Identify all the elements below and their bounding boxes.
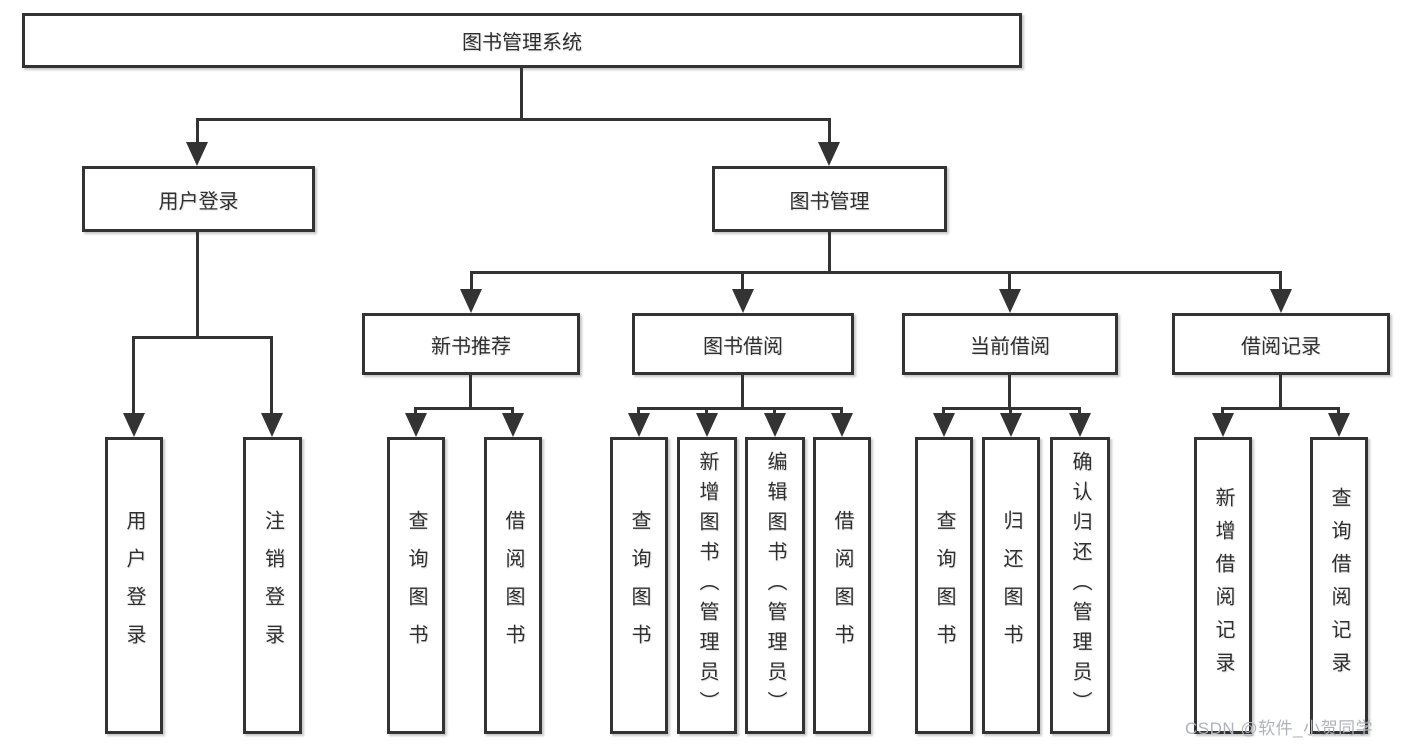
leaf-return-book-label: 归还图书: [1000, 509, 1022, 662]
leaf-edit-book-admin-label: 编辑图书（管理员）: [764, 450, 786, 721]
arrow-down-icon: [1069, 413, 1091, 437]
node-book-borrow-label: 图书借阅: [703, 335, 783, 358]
connector-groupC-down: [1008, 375, 1011, 407]
connector-level3-stem: [1279, 271, 1282, 289]
node-user-login: 用户登录: [82, 166, 315, 232]
arrow-down-icon: [732, 289, 754, 313]
arrow-down-icon: [1212, 413, 1234, 437]
connector-groupD-bar: [1223, 407, 1339, 410]
connector-leaf-stem: [840, 407, 843, 413]
arrow-down-icon: [818, 142, 840, 166]
connector-mgmt-bar: [471, 271, 1281, 274]
leaf-query-borrow-record-label: 查询借阅记录: [1328, 486, 1350, 685]
leaf-add-borrow-record-label: 新增借阅记录: [1212, 486, 1234, 685]
leaf-return-book: 归还图书: [982, 437, 1040, 734]
connector-login-bar: [134, 336, 273, 339]
node-new-book-recommend-label: 新书推荐: [431, 335, 511, 358]
connector-leaf-stem: [705, 407, 708, 413]
leaf-add-book-admin-label: 新增图书（管理员）: [696, 450, 718, 721]
leaf-user-login: 用户登录: [105, 437, 163, 734]
connector-login-stem: [196, 118, 199, 142]
connector-leaf-stem: [132, 336, 135, 413]
node-new-book-recommend: 新书推荐: [362, 313, 580, 375]
leaf-borrow-book-2-label: 借阅图书: [831, 509, 853, 662]
connector-level3-stem: [470, 271, 473, 289]
leaf-query-book-2: 查询图书: [610, 437, 668, 734]
connector-leaf-stem: [942, 407, 945, 413]
leaf-logout-label: 注销登录: [261, 509, 284, 662]
connector-leaf-stem: [511, 407, 514, 413]
connector-groupB-down: [741, 375, 744, 407]
leaf-add-book-admin: 新增图书（管理员）: [677, 437, 737, 734]
leaf-query-book-1: 查询图书: [387, 437, 445, 734]
arrow-down-icon: [999, 289, 1021, 313]
arrow-down-icon: [933, 413, 955, 437]
arrow-down-icon: [1000, 413, 1022, 437]
leaf-logout: 注销登录: [243, 437, 302, 734]
connector-groupB-bar: [639, 407, 842, 410]
leaf-confirm-return-admin-label: 确认归还（管理员）: [1069, 450, 1091, 721]
connector-groupD-down: [1279, 375, 1282, 407]
connector-leaf-stem: [773, 407, 776, 413]
connector-leaf-stem: [1337, 407, 1340, 413]
node-root: 图书管理系统: [22, 13, 1022, 68]
connector-leaf-stem: [1009, 407, 1012, 413]
arrow-down-icon: [261, 413, 283, 437]
arrow-down-icon: [831, 413, 853, 437]
leaf-query-book-1-label: 查询图书: [405, 509, 427, 662]
arrow-down-icon: [186, 142, 208, 166]
leaf-query-book-2-label: 查询图书: [628, 509, 650, 662]
leaf-user-login-label: 用户登录: [123, 509, 145, 662]
connector-root-bar: [197, 118, 831, 121]
leaf-borrow-book-1: 借阅图书: [484, 437, 542, 734]
leaf-query-book-3: 查询图书: [915, 437, 973, 734]
arrow-down-icon: [1328, 413, 1350, 437]
arrow-down-icon: [405, 413, 427, 437]
arrow-down-icon: [123, 413, 145, 437]
watermark-text: CSDN @软件_小贺同学: [1185, 719, 1374, 738]
connector-root-stem: [520, 68, 523, 118]
connector-groupA-down: [469, 375, 472, 407]
arrow-down-icon: [460, 289, 482, 313]
node-borrow-records-label: 借阅记录: [1241, 335, 1321, 358]
connector-mgmt-stem: [828, 118, 831, 142]
connector-level3-stem: [1008, 271, 1011, 289]
connector-leaf-stem: [270, 336, 273, 413]
connector-leaf-stem: [637, 407, 640, 413]
node-borrow-records: 借阅记录: [1172, 313, 1390, 375]
connector-leaf-stem: [414, 407, 417, 413]
connector-mgmt-down: [828, 232, 831, 271]
connector-leaf-stem: [1221, 407, 1224, 413]
arrow-down-icon: [502, 413, 524, 437]
node-root-label: 图书管理系统: [462, 32, 582, 54]
arrow-down-icon: [628, 413, 650, 437]
leaf-borrow-book-1-label: 借阅图书: [502, 509, 524, 662]
leaf-query-borrow-record: 查询借阅记录: [1310, 437, 1368, 734]
arrow-down-icon: [696, 413, 718, 437]
node-user-login-label: 用户登录: [158, 190, 239, 213]
connector-leaf-stem: [1078, 407, 1081, 413]
connector-groupC-bar: [944, 407, 1080, 410]
arrow-down-icon: [764, 413, 786, 437]
node-current-borrow-label: 当前借阅: [970, 335, 1050, 358]
leaf-add-borrow-record: 新增借阅记录: [1194, 437, 1252, 734]
leaf-confirm-return-admin: 确认归还（管理员）: [1050, 437, 1110, 734]
node-book-management-label: 图书管理: [789, 190, 870, 213]
connector-groupA-bar: [416, 407, 513, 410]
leaf-borrow-book-2: 借阅图书: [813, 437, 871, 734]
arrow-down-icon: [1270, 289, 1292, 313]
node-book-borrow: 图书借阅: [632, 313, 854, 375]
connector-login-down: [196, 232, 199, 336]
leaf-query-book-3-label: 查询图书: [933, 509, 955, 662]
node-current-borrow: 当前借阅: [902, 313, 1118, 375]
leaf-edit-book-admin: 编辑图书（管理员）: [745, 437, 805, 734]
connector-level3-stem: [741, 271, 744, 289]
node-book-management: 图书管理: [712, 166, 947, 232]
